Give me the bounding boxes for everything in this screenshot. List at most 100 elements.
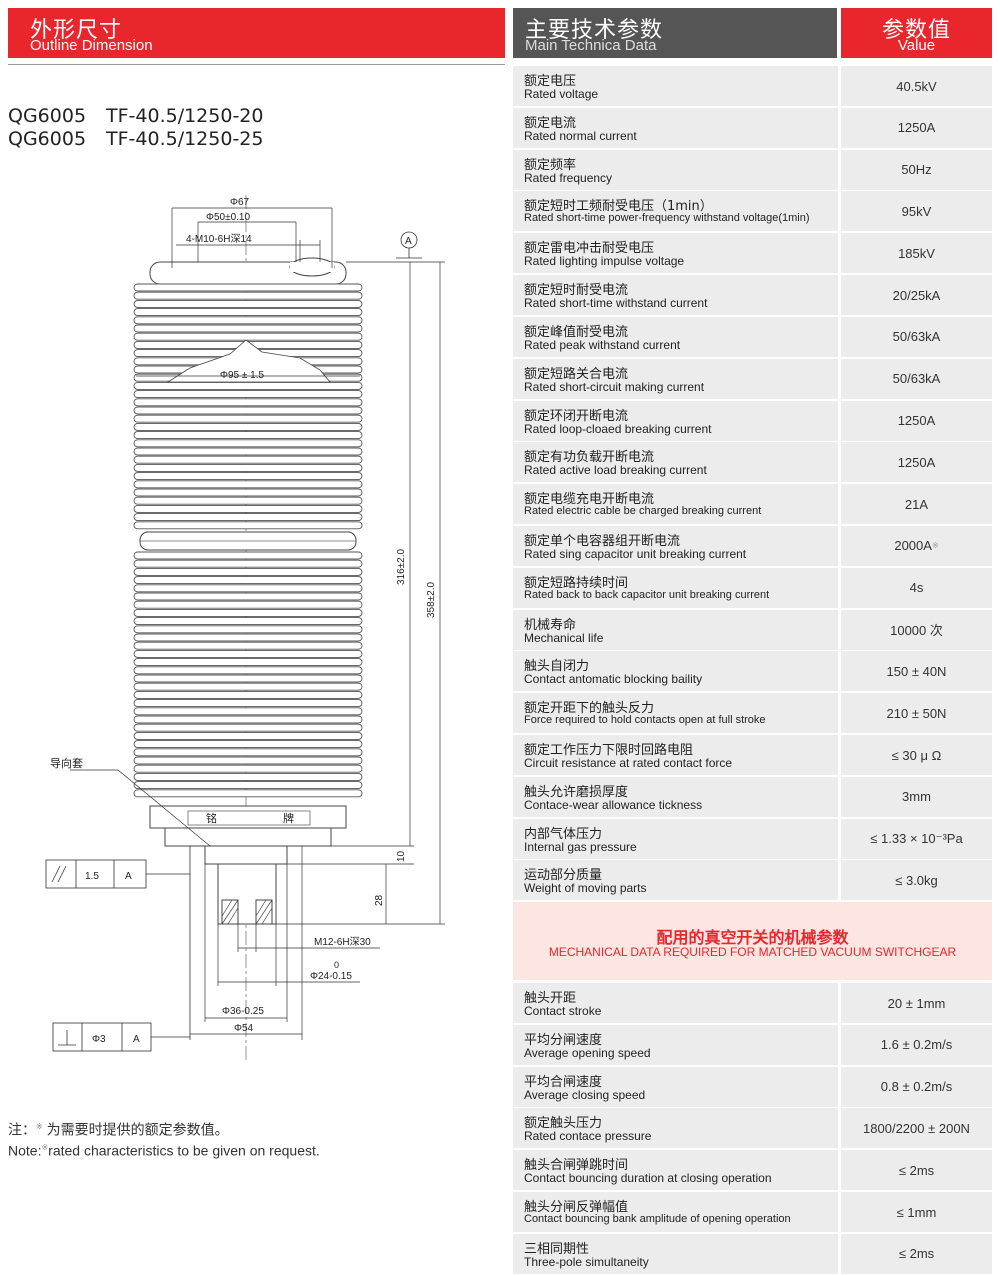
outline-dimension-header: 外形尺寸 Outline Dimension (8, 8, 505, 58)
bellows-rib (133, 414, 363, 423)
param-name-zh: 触头允许磨损厚度 (524, 784, 629, 800)
bellows-rib (133, 422, 363, 431)
value-header-zh: 参数值 (881, 18, 951, 43)
param-name-zh: 运动部分质量 (524, 868, 603, 884)
value-cell: 20 ± 1mm (841, 983, 992, 1023)
bellows-rib (133, 600, 363, 609)
value-cell: ≤ 2ms (841, 1150, 992, 1191)
param-value: 40.5kV (896, 78, 937, 94)
nameplate-label-1: 铭 (206, 811, 217, 825)
param-name-en: Average opening speed (524, 1045, 651, 1060)
phi67-label: Φ67 (230, 197, 250, 208)
param-name-zh: 额定有功负载开断电流 (524, 450, 655, 466)
table-header-param: 主要技术参数 Main Technica Data (513, 8, 837, 58)
value-cell: 40.5kV (841, 66, 992, 106)
note-en-prefix: Note: (8, 1142, 42, 1159)
param-name-en: Contact antomatic blocking baility (524, 672, 703, 687)
dim28-label: 28 (374, 894, 385, 906)
table-row: 额定短时工频耐受电压（1min）Rated short-time power-f… (513, 191, 992, 233)
value-cell: 0.8 ± 0.2m/s (841, 1066, 992, 1107)
note-en-text: rated characteristics to be given on req… (48, 1142, 320, 1159)
param-value: ≤ 30 μ Ω (891, 747, 942, 763)
bellows-rib (133, 781, 363, 790)
param-name-en: Rated voltage (524, 87, 599, 101)
param-value: ≤ 2ms (898, 1162, 935, 1178)
bellows-rib (133, 715, 363, 724)
value-cell: 150 ± 40N (841, 651, 992, 692)
dim358-label: 358±2.0 (426, 581, 437, 618)
param-cell: 额定短时工频耐受电压（1min）Rated short-time power-f… (513, 191, 838, 232)
param-name-zh: 平均合闸速度 (524, 1074, 603, 1090)
bellows-rib (133, 592, 363, 601)
bellows-rib (133, 567, 363, 576)
note-mark: ※ (41, 1142, 49, 1152)
value-cell: 185kV (841, 233, 992, 274)
guide-sleeve (204, 845, 288, 865)
param-value: 210 ± 50N (886, 705, 947, 721)
param-value: ≤ 1mm (896, 1204, 937, 1220)
param-name-zh: 额定频率 (524, 157, 577, 173)
param-name-en: Mechanical life (524, 630, 604, 645)
outline-header-en: Outline Dimension (30, 37, 153, 54)
bellows-rib (133, 406, 363, 415)
param-name-en: Contact bouncing bank amplitude of openi… (524, 1213, 791, 1226)
value-cell: ≤ 2ms (841, 1233, 992, 1274)
value-cell: 21A (841, 484, 992, 525)
bellows-rib (133, 674, 363, 683)
value-cell: 1.6 ± 0.2m/s (841, 1024, 992, 1065)
value-cell: 2000A※ (841, 525, 992, 566)
request-mark: ※ (931, 541, 939, 551)
param-name-zh: 额定开距下的触头反力 (524, 701, 655, 717)
param-name-zh: 额定峰值耐受电流 (524, 324, 629, 340)
tol-a2-label: A (133, 1034, 140, 1045)
value-cell: 1800/2200 ± 200N (841, 1108, 992, 1149)
phi24-upper-label: 0 (334, 960, 339, 970)
param-name-en: Rated back to back capacitor unit breaki… (524, 588, 770, 601)
model-code: QG6005 (8, 105, 87, 127)
param-name-zh: 额定短路持续时间 (524, 575, 629, 591)
bellows-rib (133, 390, 363, 399)
value-cell: ≤ 3.0kg (841, 860, 992, 901)
param-name-zh: 额定电流 (524, 115, 577, 131)
value-cell: 95kV (841, 191, 992, 232)
bellows-rib (133, 731, 363, 740)
bellows-rib (133, 324, 363, 333)
bellows-rib (133, 764, 363, 773)
thread-top-label: 4-M10-6H深14 (186, 233, 252, 245)
note-zh-prefix: 注： (8, 1121, 36, 1138)
param-name-zh: 机械寿命 (524, 617, 577, 633)
param-name-en: Contace-wear allowance tickness (524, 797, 703, 812)
bellows-rib (133, 439, 363, 448)
value-cell: ≤ 30 μ Ω (841, 735, 992, 775)
bellows-rib (133, 480, 363, 489)
bellows-rib (133, 381, 363, 390)
param-value: 21A (904, 496, 929, 512)
outline-header-zh: 外形尺寸 (30, 18, 123, 43)
phi24-label: Φ24-0.15 (310, 971, 352, 982)
bellows-rib (133, 299, 363, 308)
param-name-zh: 额定短时工频耐受电压（1min） (524, 199, 713, 215)
param-value: ≤ 1.33 × 10⁻³Pa (870, 830, 963, 846)
